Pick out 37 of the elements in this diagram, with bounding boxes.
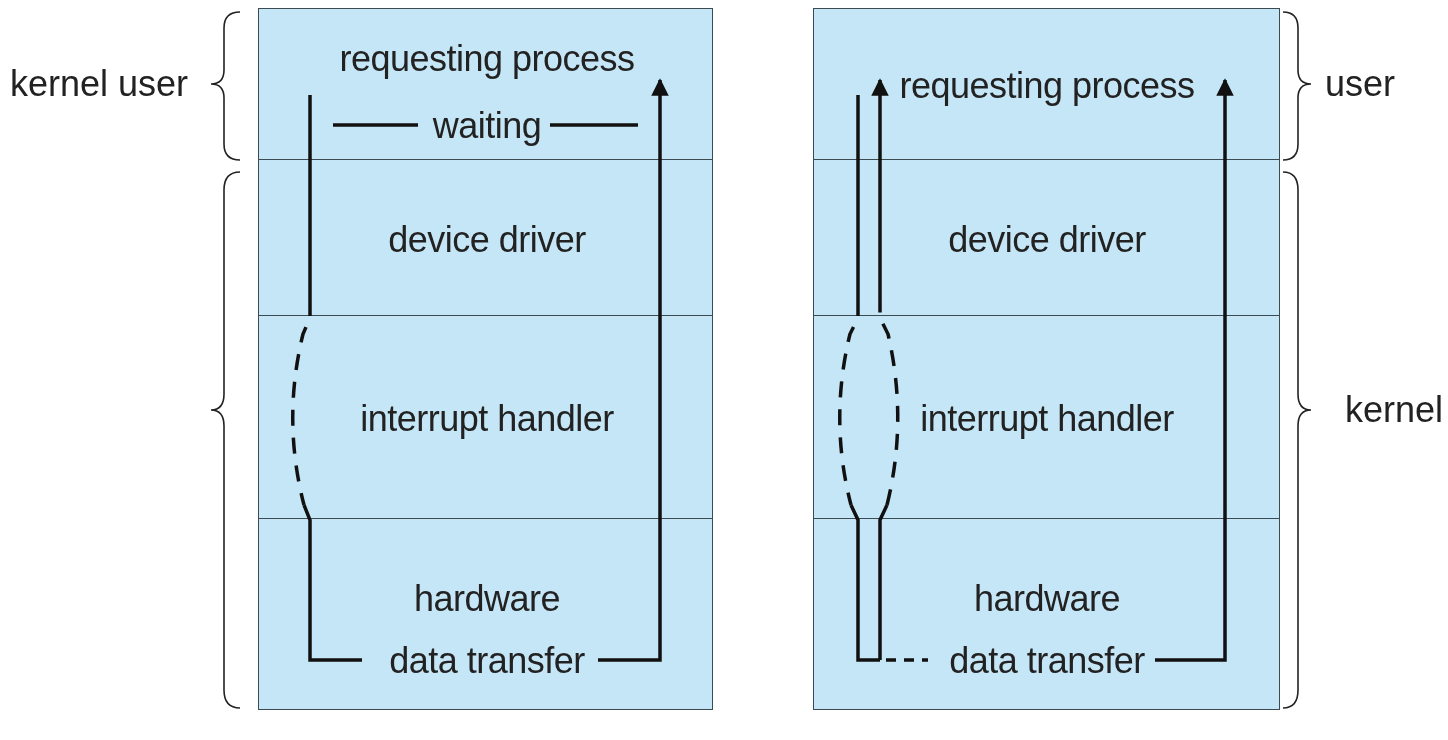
layer-label: hardware — [413, 579, 561, 619]
layer-band — [813, 518, 1280, 710]
layer-label: hardware — [973, 579, 1121, 619]
layer-band — [258, 315, 713, 519]
layer-label: device driver — [388, 220, 586, 260]
layer-label: interrupt handler — [920, 399, 1174, 439]
layer-band — [813, 8, 1280, 160]
layer-label: data transfer — [949, 641, 1145, 681]
flow-line — [308, 95, 312, 300]
flow-line — [598, 505, 662, 662]
layer-label: data transfer — [389, 641, 585, 681]
layer-band — [258, 159, 713, 316]
layer-band — [813, 159, 1280, 316]
flow-arrow — [871, 78, 889, 300]
layer-label: requesting process — [339, 39, 635, 79]
flow-line — [302, 504, 362, 662]
flow-line — [878, 504, 889, 660]
layer-label: requesting process — [899, 66, 1195, 106]
flow-line — [291, 300, 312, 506]
flow-arrow — [651, 78, 669, 300]
layer-band — [258, 8, 713, 160]
side-label: kernel — [1345, 390, 1444, 430]
layer-label: device driver — [948, 220, 1146, 260]
side-label: user — [1325, 64, 1396, 104]
layer-band — [813, 315, 1280, 519]
flow-line — [658, 300, 662, 505]
flow-line — [849, 504, 880, 662]
flow-line — [838, 300, 860, 506]
layer-label: waiting — [432, 106, 542, 146]
layer-label: interrupt handler — [360, 399, 614, 439]
flow-line — [878, 300, 900, 506]
flow-line — [1155, 505, 1227, 662]
flow-line — [1223, 300, 1227, 505]
flow-arrow — [1216, 78, 1234, 300]
layer-band — [258, 518, 713, 710]
flow-line — [856, 95, 860, 300]
side-label: kernel user — [10, 64, 189, 104]
